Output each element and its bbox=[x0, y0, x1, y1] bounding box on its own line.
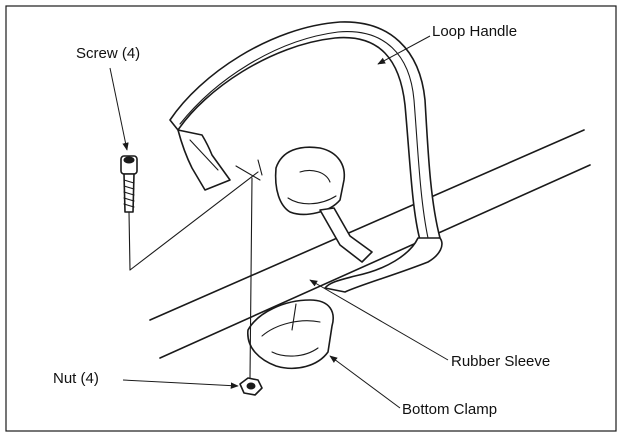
screw-part bbox=[120, 155, 138, 271]
nut-part bbox=[239, 377, 263, 396]
label-nut: Nut (4) bbox=[53, 370, 99, 387]
leader-screw bbox=[109, 67, 129, 151]
leader-rubber-sleeve bbox=[309, 279, 449, 361]
label-screw: Screw (4) bbox=[76, 45, 140, 62]
bottom-clamp-part bbox=[247, 299, 334, 370]
assembly-guide-lines bbox=[129, 159, 263, 379]
label-loop-handle: Loop Handle bbox=[432, 23, 517, 40]
loop-handle-part bbox=[169, 21, 443, 293]
callout-leaders bbox=[109, 35, 449, 409]
handlebar-tube bbox=[149, 129, 591, 359]
label-bottom-clamp: Bottom Clamp bbox=[402, 401, 497, 418]
leader-nut bbox=[122, 379, 239, 389]
label-rubber-sleeve: Rubber Sleeve bbox=[451, 353, 550, 370]
leader-bottom-clamp bbox=[329, 355, 401, 409]
leader-loop-handle bbox=[377, 35, 431, 65]
rubber-sleeve-part bbox=[274, 146, 373, 263]
